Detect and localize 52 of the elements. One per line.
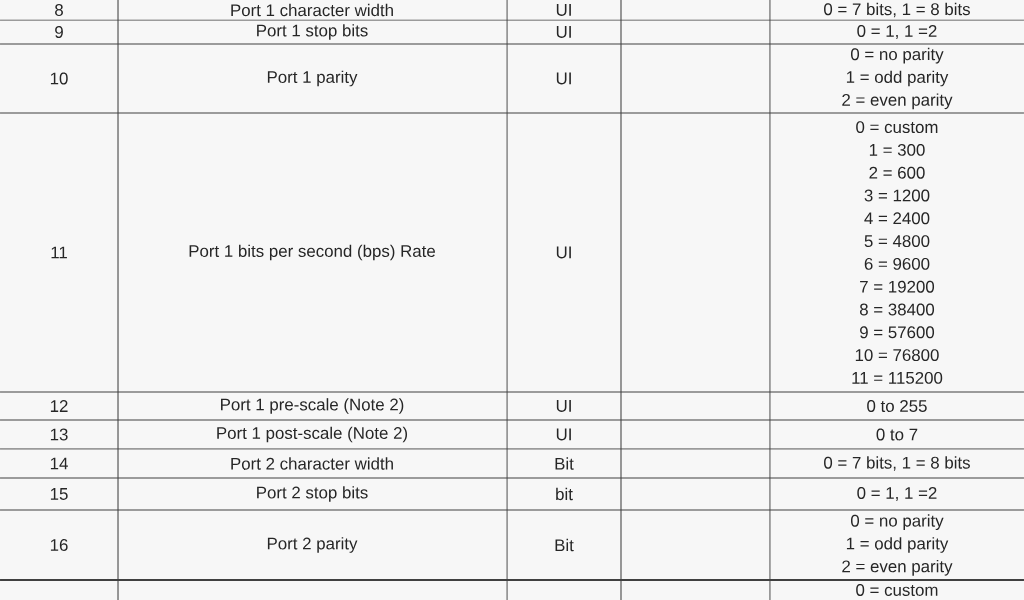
table-cell: Port 2 stop bits — [257, 486, 368, 502]
table-cell: UI — [556, 428, 571, 441]
table-cell: Port 1 character width — [231, 3, 393, 17]
cell-text: 7 = 19200 — [860, 280, 935, 293]
table-cell: Bit — [555, 457, 574, 470]
table-cell: UI — [556, 72, 571, 85]
cell-text: 9 = 57600 — [860, 326, 935, 339]
cell-text: 0 to 255 — [867, 400, 927, 412]
cell-text: 0 = 7 bits, 1 = 8 bits — [824, 456, 970, 471]
cell-text: 8 = 38400 — [860, 303, 935, 316]
table-cell: UI — [556, 26, 571, 38]
table-cell: Port 2 character width — [231, 457, 393, 470]
table-cell: 10 — [50, 72, 68, 85]
table-cell: UI — [556, 400, 571, 412]
cell-text: 1 = odd parity — [846, 537, 949, 553]
cell-text: 0 = 1, 1 =2 — [857, 25, 937, 39]
cell-text: 2 = even parity — [842, 93, 953, 110]
cell-text: 2 = 600 — [869, 166, 925, 179]
cell-text: 1 = 300 — [869, 143, 925, 156]
cell-text: 0 to 7 — [876, 428, 918, 441]
table-cell: Port 2 parity — [267, 537, 358, 553]
cell-text: 4 = 2400 — [864, 212, 930, 225]
table-cell: 15 — [50, 488, 68, 500]
table-cell: UI — [556, 246, 571, 259]
cell-text: 0 = 1, 1 =2 — [857, 487, 937, 501]
cell-text: 0 = 7 bits, 1 = 8 bits — [824, 2, 970, 18]
table-cell: bit — [556, 487, 573, 501]
cell-text: 1 = odd parity — [846, 70, 949, 87]
cell-text: 0 = custom — [856, 584, 938, 596]
cell-text: 6 = 9600 — [864, 257, 930, 270]
cell-text: 10 = 76800 — [855, 349, 939, 362]
table-cell: Bit — [555, 538, 574, 552]
cell-text: 2 = even parity — [842, 559, 953, 576]
table-cell: 14 — [50, 457, 68, 470]
cell-text: 3 = 1200 — [864, 189, 930, 202]
cell-text: 11 = 115200 — [852, 371, 943, 384]
table-cell: Port 1 bits per second (bps) Rate — [189, 244, 435, 261]
table-cell: Port 1 post-scale (Note 2) — [217, 426, 408, 443]
table-cell: UI — [556, 4, 571, 16]
table-cell: 8 — [55, 4, 63, 16]
table-cell: 9 — [55, 26, 63, 38]
table-cell: 13 — [50, 428, 68, 441]
cell-text: 0 = no parity — [851, 47, 944, 64]
table-cell: 16 — [50, 539, 68, 551]
table-cell: Port 1 stop bits — [257, 24, 368, 40]
cell-text: 0 = no parity — [851, 514, 944, 531]
cell-text: 0 = custom — [856, 121, 938, 134]
table-cell: Port 1 parity — [267, 70, 358, 87]
table-cell: 11 — [51, 246, 67, 259]
table-cell: 12 — [50, 400, 68, 412]
cell-text: 5 = 4800 — [864, 235, 930, 248]
table-cell: Port 1 pre-scale (Note 2) — [221, 398, 404, 414]
